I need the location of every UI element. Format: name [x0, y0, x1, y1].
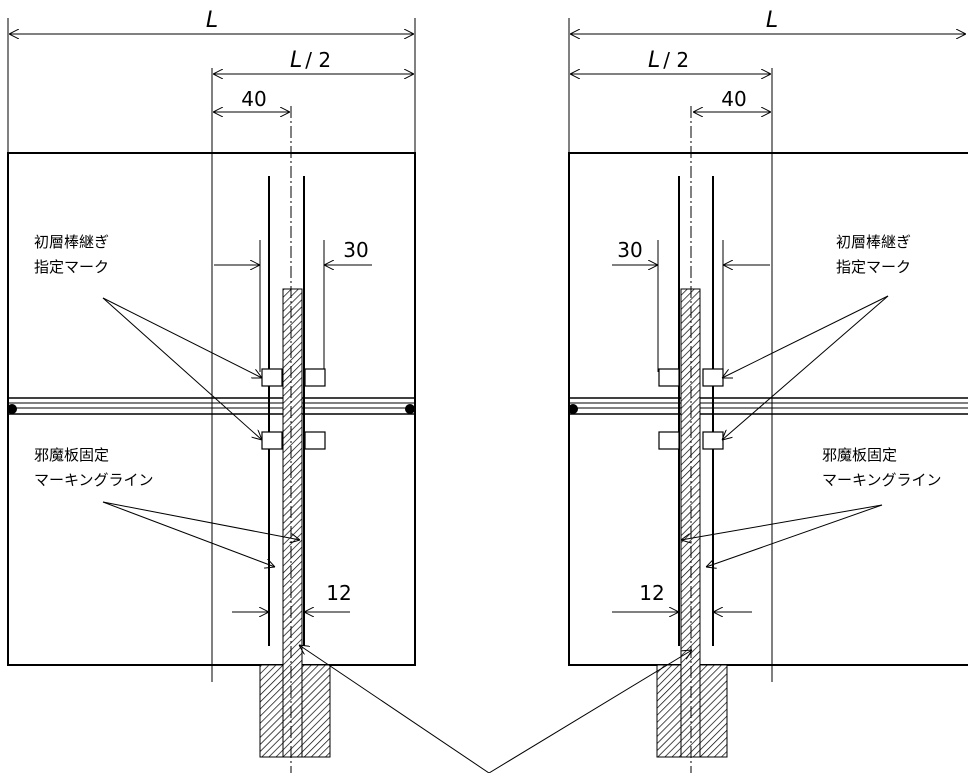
label-marking-line2: マーキングライン [822, 471, 942, 489]
dim-30-label: 30 [617, 238, 642, 262]
seam-end-dot-left [7, 404, 17, 414]
base-plate [568, 152, 968, 666]
joint-mark-bottom-right [702, 431, 724, 450]
joint-mark-bottom-left [261, 431, 283, 450]
seam-end-dot-right [405, 404, 415, 414]
leader-mark-top [722, 295, 889, 378]
dim-30-label: 30 [343, 238, 368, 262]
dim-12-label: 12 [639, 581, 664, 605]
dim-40-label: 40 [241, 87, 266, 111]
label-joint-mark-line1: 初層棒継ぎ [836, 233, 911, 251]
dim-L-label: L [766, 8, 778, 33]
label-joint-mark-line2: 指定マーク [836, 258, 911, 276]
joint-mark-top-left [261, 368, 283, 387]
baffle-leader [299, 645, 692, 774]
leader-line-bottom [706, 504, 883, 567]
joint-mark-top-right [702, 368, 724, 387]
joint-mark-top-left [658, 368, 680, 387]
label-marking-line1: 邪魔板固定 [822, 446, 897, 464]
right-diagram: L L/ 2 40 30 [568, 8, 968, 773]
joint-mark-bottom-right [304, 431, 326, 450]
leader-mark-top [102, 297, 262, 378]
label-marking-line2: マーキングライン [34, 471, 154, 489]
leader-line-top [102, 501, 300, 540]
leader-baffle-right [488, 650, 692, 774]
leader-mark-bottom [722, 295, 889, 440]
label-joint-mark-line1: 初層棒継ぎ [34, 233, 109, 251]
joint-mark-bottom-left [658, 431, 680, 450]
leader-line-bottom [102, 501, 275, 567]
joint-mark-top-right [304, 368, 326, 387]
dim-L-half-label: L/ 2 [648, 48, 689, 73]
label-joint-mark-line2: 指定マーク [34, 258, 109, 276]
dim-L-half-label: L/ 2 [290, 48, 331, 73]
dim-L-label: L [206, 8, 218, 33]
baffle-plate [282, 288, 303, 758]
seam-end-dot-left [568, 404, 578, 414]
leader-line-top [681, 504, 883, 540]
left-diagram: L L/ 2 40 30 [7, 8, 416, 773]
leader-baffle-left [299, 645, 490, 774]
dim-12-label: 12 [326, 581, 351, 605]
dim-40-label: 40 [721, 87, 746, 111]
leader-mark-bottom [102, 297, 262, 440]
label-marking-line1: 邪魔板固定 [34, 446, 109, 464]
